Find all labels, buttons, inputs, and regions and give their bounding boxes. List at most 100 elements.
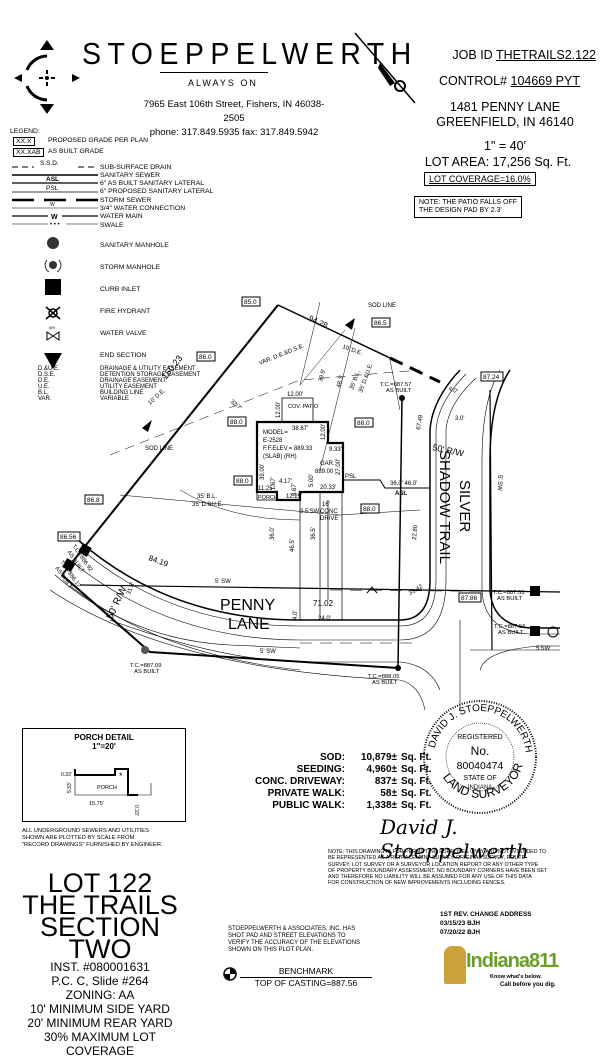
logo-tagline: Know what's below. (490, 974, 542, 980)
plot-label: 35' D.&U.E. (358, 362, 374, 394)
quantity-unit: Sq. Ft. (401, 764, 432, 775)
plot-label: AS BUILT (134, 669, 160, 675)
scale: 1" = 40' (484, 139, 526, 153)
quantity-label: SOD: (320, 752, 345, 763)
plot-label: 11.25' (258, 486, 274, 492)
abbrev-def: DRAINAGE & UTILITY EASEMENT (100, 366, 196, 372)
plot-label: SOD LINE (368, 303, 396, 309)
plot-label: * (119, 771, 123, 781)
curb-inlet-icon (78, 543, 92, 557)
subdivision: THE TRAILS (22, 890, 178, 920)
plot-label: 32.7' (229, 399, 243, 412)
legend-label: 6" PROPOSED SANITARY LATERAL (100, 188, 214, 195)
legend-label: AS BUILT GRADE (48, 148, 104, 155)
plot-label: MODEL= (263, 430, 288, 436)
plot-label: 88.0 (363, 506, 376, 513)
quantity-unit: Sq. Ft. (401, 800, 432, 811)
plot-label: 5.33' (67, 782, 73, 793)
plot-label: 12.00' (287, 392, 303, 398)
plot-label: 9.33' (329, 447, 342, 453)
legend-title: LEGEND: (10, 128, 40, 135)
plot-label: 10' D.E. (341, 344, 363, 357)
plot-label: S.S.D. (40, 160, 59, 167)
surveyor-signature: David J. Stoeppelwerth (380, 815, 529, 863)
water-valve-icon (46, 331, 60, 341)
legend-label: 6" AS BUILT SANITARY LATERAL (100, 180, 205, 187)
plot-label: INDIANA (468, 785, 492, 791)
lot-line-east (397, 397, 403, 669)
plot-label: 86.8 (87, 497, 100, 504)
note-line: SHOWN ARE PLOTTED BY SCALE FROM (22, 835, 135, 841)
plot-label: 88.0 (236, 478, 249, 485)
quantity-row: PRIVATE WALK:58±Sq. Ft. (205, 788, 432, 800)
sanitary-manhole-icon (395, 665, 401, 671)
plot-label: WV (49, 325, 56, 330)
quantity-unit: Sq. Ft. (401, 776, 432, 787)
plot-label: (SLAB) (RH) (263, 454, 297, 460)
benchmark-icon (547, 626, 559, 638)
plot-label: 86.0 (199, 354, 212, 361)
lot-line-west (61, 304, 279, 576)
porch-detail: PORCH DETAIL 1"=20' PORCH 15.75' 0.33' 5… (22, 728, 186, 822)
driveway (299, 492, 343, 620)
plot-label: 48.1' (336, 375, 345, 389)
plot-plan: 85.0 86.5 86.0 88.0 88.0 88.0 88.0 86.8 … (49, 296, 561, 710)
note-line: SHOWN ON THIS PLOT PLAN. (228, 947, 314, 953)
city-address: GREENFIELD, IN 46140 (436, 115, 574, 129)
plot-label: PORCH (258, 495, 278, 501)
plot-label: 5' SW (260, 649, 276, 655)
quantity-label: CONC. DRIVEWAY: (254, 776, 345, 787)
plot-label: 88.0 (230, 419, 243, 426)
logo-tagline: Call before you dig. (500, 982, 556, 988)
abbrev-def: DETENTION STORAGE EASEMENT (100, 372, 201, 378)
company-logo-compass (14, 40, 80, 114)
legend-label: SANITARY SEWER (100, 172, 161, 179)
abbrev: D.E. (38, 378, 50, 384)
plot-label: 20.33' (320, 485, 336, 491)
quantity-unit: Sq. Ft. (401, 788, 432, 799)
lot-line-rear-dashed (389, 356, 441, 384)
legend-label: 3/4" WATER CONNECTION (100, 205, 186, 212)
plot-label: E-2528 (263, 438, 283, 444)
side-yard: 10' MINIMUM SIDE YARD (30, 1002, 170, 1016)
plot-label: 80040474 (457, 760, 504, 772)
curb-inlet-icon (62, 558, 76, 572)
plot-label: 12.25' (286, 494, 302, 500)
plot-label: 4.17' (279, 479, 292, 485)
plot-label: 38.67' (292, 426, 308, 432)
plot-label: 12.00' (321, 424, 327, 440)
legend-label: SWALE (100, 222, 124, 229)
plot-label: ASL (46, 176, 59, 183)
plot-label: ASL (395, 491, 407, 497)
curb-inlet-icon (530, 586, 540, 596)
plot-label: T.C.=887.53 (493, 590, 524, 596)
curb-north (77, 369, 461, 621)
plot-label: REGISTERED (457, 734, 503, 741)
porch-detail-scale: 1"=20' (92, 742, 116, 751)
plot-label: 12.00' (276, 402, 282, 418)
quantity-value: 58± (380, 788, 397, 799)
benchmark-value: TOP OF CASTING=887.56 (254, 978, 358, 988)
lot-coverage: LOT COVERAGE=16.0% (424, 172, 536, 186)
curb-east (489, 369, 560, 629)
note-line: ALL UNDERGROUND SEWERS AND UTILITIES (22, 828, 150, 834)
benchmark-icon (223, 967, 237, 981)
plot-label: 0.33' (61, 772, 72, 778)
legend-line-symbols: S.S.D. ASL PSL W W • • • (12, 160, 98, 228)
plot-label: 87.24 (483, 374, 500, 381)
plot-label: 86.5 (374, 320, 387, 327)
legend-label: WATER VALVE (100, 330, 147, 337)
note-line: NOTE: THE PATIO FALLS OFF (419, 199, 518, 206)
lot-area: LOT AREA: 17,256 Sq. Ft. (424, 155, 572, 169)
sanitary-manhole-icon (47, 237, 59, 249)
abbrev-codes: D.&U.E.D.S.E.D.E.U.E.B.L.VAR. (38, 366, 60, 402)
company-name: STOEPPELWERTH (82, 36, 418, 71)
plot-label: COV. PATIO (288, 404, 319, 410)
quantity-value: 4,960± (366, 764, 397, 775)
disclaimer-line: FOR CONSTRUCTION OF NEW IMPROVEMENTS INC… (328, 880, 506, 887)
fire-hydrant-icon (366, 586, 378, 594)
plot-label: AS BUILT (497, 596, 523, 602)
plot-label: GAR. (320, 461, 335, 467)
legend-label: STORM SEWER (100, 197, 152, 204)
legend-label: SANITARY MANHOLE (100, 242, 169, 249)
